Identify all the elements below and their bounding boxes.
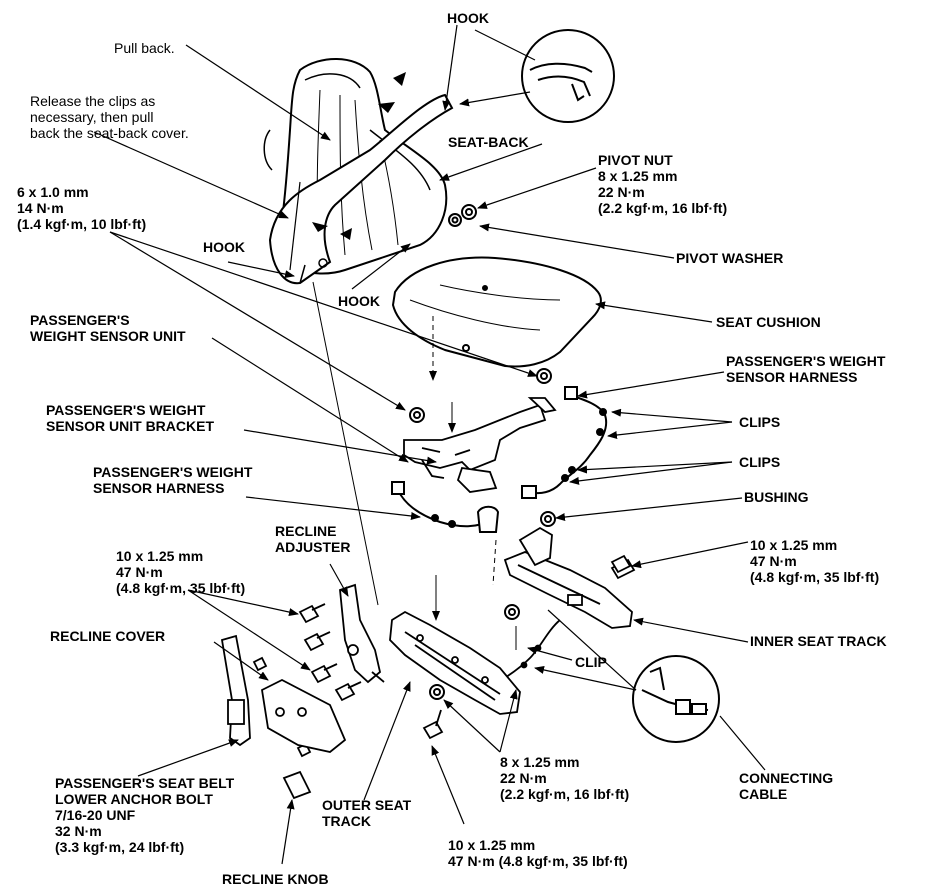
weight-sensor-harness-left-label: PASSENGER'S WEIGHT SENSOR HARNESS [93,464,252,496]
inner-seat-track-illustration [503,526,636,629]
pivot-nut-line-1: PIVOT NUT [598,152,673,168]
pivot-nut-line-2: 8 x 1.25 mm [598,168,678,184]
bolt-6mm-spec: 6 x 1.0 mm 14 N·m (1.4 kgf·m, 10 lbf·ft) [17,184,146,232]
release-clips-note: Release the clips as necessary, then pul… [30,93,189,141]
release-clips-line-3: back the seat-back cover. [30,125,189,141]
bracket-line-2: SENSOR UNIT BRACKET [46,418,215,434]
torque-8mm-bottom-spec: 8 x 1.25 mm 22 N·m (2.2 kgf·m, 16 lbf·ft… [500,754,629,802]
bracket-line-1: PASSENGER'S WEIGHT [46,402,206,418]
recline-knob-label: RECLINE KNOB [222,871,329,887]
torque-right-line-3: (4.8 kgf·m, 35 lbf·ft) [750,569,880,585]
sensor-bracket-illustration [403,397,557,493]
hardware-nuts [409,204,556,700]
hook-top-label: HOOK [447,10,489,26]
clips-lower-label: CLIPS [739,454,781,470]
outer-seat-track-label: OUTER SEAT TRACK [322,797,411,829]
torque-left-line-3: (4.8 kgf·m, 35 lbf·ft) [116,580,246,596]
recline-adjuster-illustration [339,583,385,684]
anchor-bolt-line-3: 7/16-20 UNF [55,807,136,823]
seat-cushion-illustration [391,256,602,368]
torque-left-line-2: 47 N·m [116,564,163,580]
outer-track-line-2: TRACK [322,813,371,829]
torque-bottom-line-1: 10 x 1.25 mm [448,837,536,853]
hook-left-label: HOOK [203,239,245,255]
inner-seat-track-label: INNER SEAT TRACK [750,633,887,649]
weight-sensor-bracket-label: PASSENGER'S WEIGHT SENSOR UNIT BRACKET [46,402,214,434]
harness-illustrations [391,386,608,533]
connecting-cable-illustration [497,619,561,683]
pivot-nut-line-3: 22 N·m [598,184,645,200]
pivot-washer-label: PIVOT WASHER [676,250,784,266]
pivot-nut-label: PIVOT NUT 8 x 1.25 mm 22 N·m (2.2 kgf·m,… [598,152,727,216]
torque-10mm-bottom-spec: 10 x 1.25 mm 47 N·m (4.8 kgf·m, 35 lbf·f… [448,837,628,869]
torque-10mm-right-spec: 10 x 1.25 mm 47 N·m (4.8 kgf·m, 35 lbf·f… [750,537,879,585]
seat-cushion-label: SEAT CUSHION [716,314,821,330]
pull-back-note: Pull back. [114,40,175,56]
seat-belt-anchor-bolt-spec: PASSENGER'S SEAT BELT LOWER ANCHOR BOLT … [55,775,234,855]
torque-right-line-1: 10 x 1.25 mm [750,537,838,553]
connecting-cable-line-1: CONNECTING [739,770,834,786]
bolt-6mm-line-2: 14 N·m [17,200,64,216]
bushing-label: BUSHING [744,489,809,505]
connecting-cable-label: CONNECTING CABLE [739,770,833,802]
release-clips-line-1: Release the clips as [30,93,156,109]
hook-detail-circle [521,29,615,123]
harness-right-line-2: SENSOR HARNESS [726,369,858,385]
torque-right-line-2: 47 N·m [750,553,797,569]
cable-detail-circle [632,655,720,743]
harness-left-line-2: SENSOR HARNESS [93,480,225,496]
anchor-bolt-line-2: LOWER ANCHOR BOLT [55,791,213,807]
harness-left-line-1: PASSENGER'S WEIGHT [93,464,253,480]
leader-lines [93,24,766,865]
clip-label: CLIP [575,654,607,670]
weight-sensor-unit-line-2: WEIGHT SENSOR UNIT [30,328,186,344]
torque-10mm-left-spec: 10 x 1.25 mm 47 N·m (4.8 kgf·m, 35 lbf·f… [116,548,245,596]
outer-track-line-1: OUTER SEAT [322,797,412,813]
bolt-6mm-line-1: 6 x 1.0 mm [17,184,89,200]
torque-8mm-line-1: 8 x 1.25 mm [500,754,580,770]
assembly-lines [312,281,517,650]
weight-sensor-harness-right-label: PASSENGER'S WEIGHT SENSOR HARNESS [726,353,885,385]
seat-back-label: SEAT-BACK [448,134,529,150]
seat-back-illustration [263,58,454,285]
recline-cover-label: RECLINE COVER [50,628,166,644]
belt-and-cover-illustration [220,634,347,800]
weight-sensor-unit-label: PASSENGER'S WEIGHT SENSOR UNIT [30,312,186,344]
anchor-bolt-line-5: (3.3 kgf·m, 24 lbf·ft) [55,839,185,855]
clips-upper-label: CLIPS [739,414,781,430]
torque-left-line-1: 10 x 1.25 mm [116,548,204,564]
recline-adjuster-label: RECLINE ADJUSTER [275,523,350,555]
hook-mid-label: HOOK [338,293,380,309]
torque-bottom-line-2: 47 N·m (4.8 kgf·m, 35 lbf·ft) [448,853,628,869]
recline-adjuster-line-2: ADJUSTER [275,539,351,555]
harness-right-line-1: PASSENGER'S WEIGHT [726,353,886,369]
connecting-cable-line-2: CABLE [739,786,788,802]
weight-sensor-unit-line-1: PASSENGER'S [30,312,130,328]
pull-arrows [312,72,406,240]
pivot-nut-line-4: (2.2 kgf·m, 16 lbf·ft) [598,200,728,216]
bolt-6mm-line-3: (1.4 kgf·m, 10 lbf·ft) [17,216,147,232]
torque-8mm-line-3: (2.2 kgf·m, 16 lbf·ft) [500,786,630,802]
hardware-bolts [296,554,632,758]
torque-8mm-line-2: 22 N·m [500,770,547,786]
anchor-bolt-line-4: 32 N·m [55,823,102,839]
anchor-bolt-line-1: PASSENGER'S SEAT BELT [55,775,235,791]
outer-seat-track-illustration [389,610,521,715]
recline-adjuster-line-1: RECLINE [275,523,337,539]
release-clips-line-2: necessary, then pull [30,109,154,125]
